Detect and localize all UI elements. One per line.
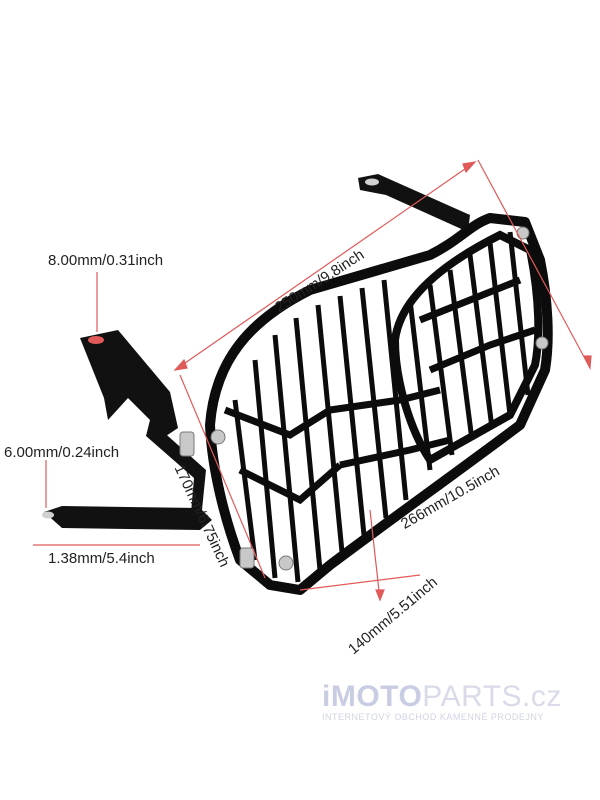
bracket-width-label: 1.38mm/5.4inch (48, 550, 155, 567)
watermark-tagline: INTERNETOVÝ OBCHOD KAMENNÉ PRODEJNY (322, 712, 544, 722)
grille-frame (179, 213, 553, 595)
top-mount-bracket (358, 174, 470, 232)
watermark-logo: iMOTOPARTS.cz (322, 680, 562, 713)
left-mount-bracket (42, 330, 212, 530)
hole-top-label: 8.00mm/0.31inch (48, 252, 164, 269)
dimension-lines (33, 159, 592, 602)
hole-bottom-label: 6.00mm/0.24inch (4, 444, 120, 461)
